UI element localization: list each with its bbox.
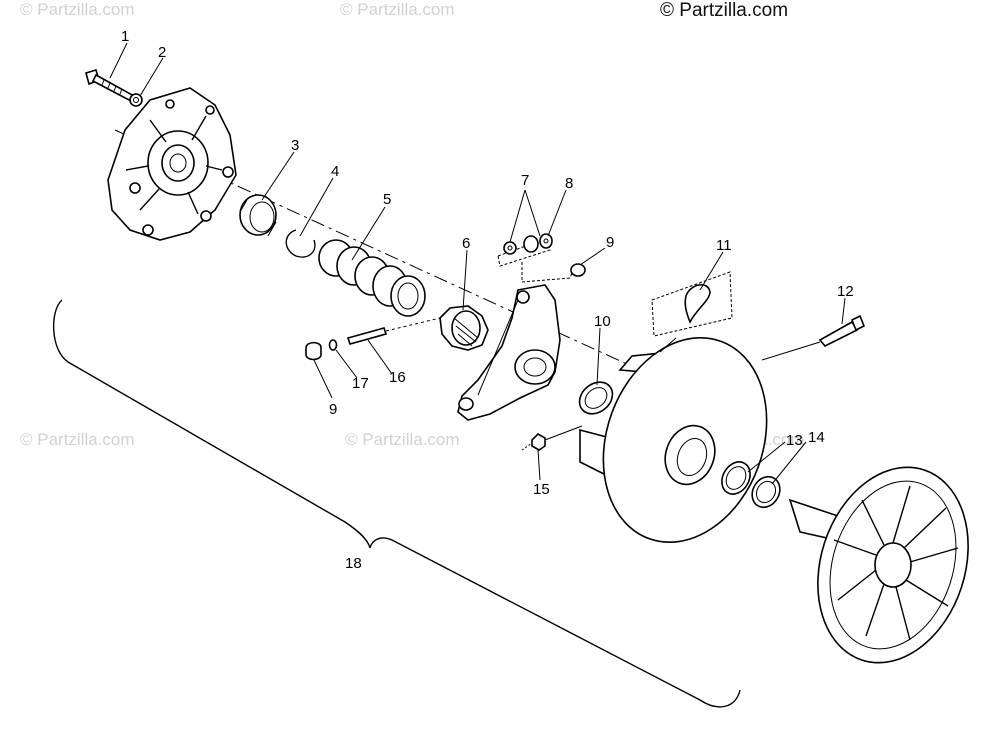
watermark: © Partzilla.com [20,430,135,449]
part-8-roller [523,233,553,253]
callout-2: 2 [158,44,166,61]
callout-3: 3 [291,137,299,154]
part-17-o-ring [328,339,338,351]
leader-lines [109,42,846,485]
watermark: © Partzilla.com [340,0,455,19]
part-6-collar [439,305,489,351]
callout-1: 1 [121,28,129,45]
callout-17: 17 [352,375,369,392]
moveable-sheave [579,336,768,544]
callout-8: 8 [565,175,573,192]
part-3-bushing [239,194,277,237]
part-4-snap-ring [285,229,316,258]
callout-15: 15 [533,481,550,498]
part-13-ring [721,461,751,495]
callout-13: 13 [786,432,803,449]
callout-7: 7 [521,172,529,189]
part-9-cap-right [570,263,586,277]
callout-10: 10 [594,313,611,330]
part-9-cap-left [305,341,322,361]
callout-9-bottom: 9 [329,401,337,418]
fixed-sheave [788,466,969,664]
part-14-ring [751,475,781,509]
part-7-washer [503,241,517,255]
callout-16: 16 [389,369,406,386]
callout-12: 12 [837,283,854,300]
spider-arm [457,284,561,421]
callout-18: 18 [345,555,362,572]
watermark: © Partzilla.com [20,0,135,19]
spider-cover-housing [107,87,237,241]
callout-9-top: 9 [606,234,614,251]
part-10-ring [578,381,614,415]
callout-4: 4 [331,163,339,180]
watermark: © Partzilla.com [345,430,460,449]
part-16-pin [346,317,441,345]
callout-6: 6 [462,235,470,252]
assembly-bracket [52,299,741,708]
part-11-clip [651,271,733,337]
callout-11: 11 [716,237,732,254]
part-12-bolt [761,314,866,361]
part-2-washer [129,93,143,107]
callout-labels: 1 2 3 4 5 6 7 8 9 10 11 12 13 14 15 16 1… [121,28,854,572]
part-5-spring [318,239,426,317]
part-1-bolt [85,69,136,103]
part-15-nut [521,425,583,451]
callout-14: 14 [808,429,825,446]
copyright-watermark: © Partzilla.com [660,0,789,21]
callout-5: 5 [383,191,391,208]
